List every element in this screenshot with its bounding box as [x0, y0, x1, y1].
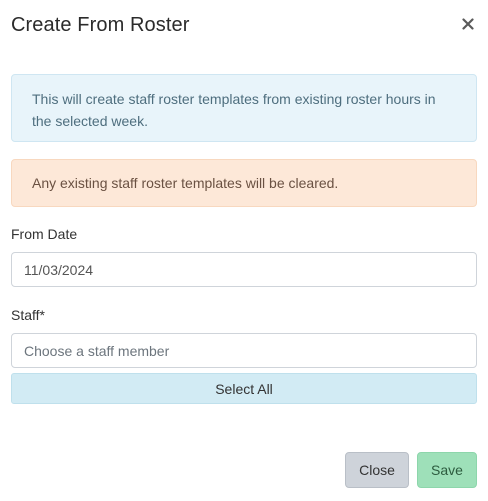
select-all-button[interactable]: Select All	[11, 373, 477, 404]
from-date-label: From Date	[11, 226, 78, 242]
close-icon[interactable]	[459, 15, 477, 33]
info-alert: This will create staff roster templates …	[11, 74, 477, 142]
save-button[interactable]: Save	[417, 452, 477, 488]
staff-label: Staff*	[11, 307, 45, 323]
close-button[interactable]: Close	[345, 452, 409, 488]
warning-alert: Any existing staff roster templates will…	[11, 159, 477, 207]
staff-select-input[interactable]	[11, 333, 477, 368]
from-date-input[interactable]	[11, 252, 477, 287]
modal-title: Create From Roster	[11, 14, 190, 36]
